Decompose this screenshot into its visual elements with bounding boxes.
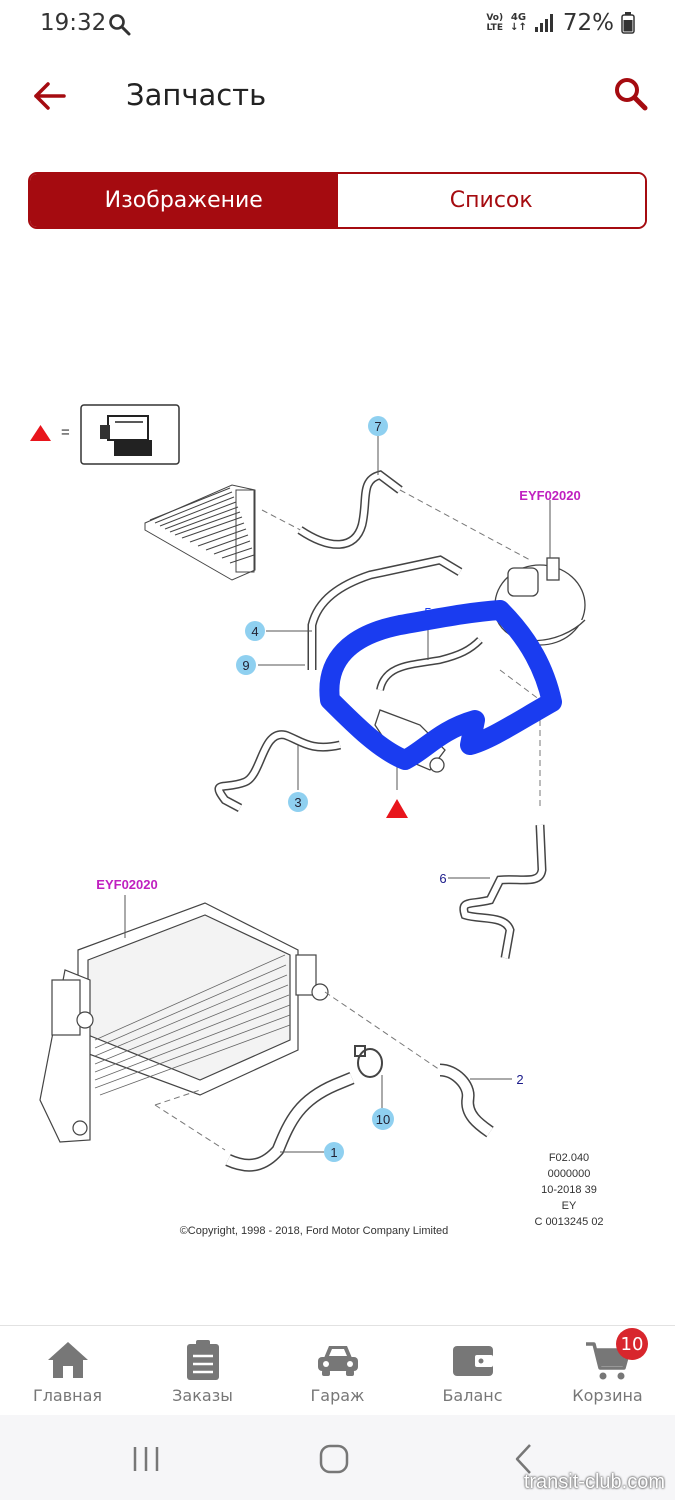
battery-icon <box>621 12 635 34</box>
svg-text:C 0013245 02: C 0013245 02 <box>534 1216 603 1228</box>
svg-text:3: 3 <box>294 795 301 810</box>
view-toggle: Изображение Список <box>28 172 647 229</box>
status-indicators: Vo)LTE 4G↓↑ 72% <box>486 10 635 36</box>
condenser-drawing <box>144 484 256 581</box>
battery-percent: 72% <box>562 10 614 36</box>
engine-icon <box>80 404 180 465</box>
network-indicator: 4G↓↑ <box>510 12 527 33</box>
volte-indicator: Vo)LTE <box>486 13 504 33</box>
drawing-info: F02.040 0000000 10-2018 39 EY C 0013245 … <box>534 1152 603 1228</box>
nav-orders[interactable]: Заказы <box>135 1326 270 1415</box>
svg-text:2: 2 <box>516 1072 523 1087</box>
nav-label-cart: Корзина <box>572 1386 643 1405</box>
parts-diagram[interactable]: = <box>0 380 675 1260</box>
app-bar: Запчасть <box>0 58 675 134</box>
clipboard-list-icon <box>186 1340 219 1380</box>
status-time: 19:32 <box>40 10 107 36</box>
home-button-icon[interactable] <box>314 1439 354 1479</box>
legend-equals: = <box>61 424 70 441</box>
ref-label-top[interactable]: EYF02020 <box>519 488 580 503</box>
svg-text:0000000: 0000000 <box>548 1168 591 1180</box>
svg-text:EY: EY <box>562 1200 577 1212</box>
page-title: Запчасть <box>126 78 267 112</box>
svg-text:6: 6 <box>439 871 446 886</box>
search-icon <box>109 14 131 36</box>
nav-garage[interactable]: Гараж <box>270 1326 405 1415</box>
copyright-text: ©Copyright, 1998 - 2018, Ford Motor Comp… <box>180 1225 449 1237</box>
ref-label-bottom[interactable]: EYF02020 <box>96 877 157 892</box>
callout-7[interactable]: 3 <box>288 792 308 812</box>
system-nav: transit-club.com <box>0 1415 675 1500</box>
back-arrow-icon[interactable] <box>30 76 70 116</box>
wallet-icon <box>452 1346 493 1376</box>
callout-6[interactable]: 6 <box>439 871 446 886</box>
intercooler-drawing <box>39 902 329 1143</box>
callout-1[interactable]: 1 <box>324 1142 344 1162</box>
callout-10[interactable]: 10 <box>372 1108 394 1130</box>
nav-label-orders: Заказы <box>172 1386 233 1405</box>
callout-2[interactable]: 2 <box>516 1072 523 1087</box>
callout-5[interactable]: 5 <box>424 605 431 620</box>
svg-text:F02.040: F02.040 <box>549 1152 589 1164</box>
highlight-scribble <box>319 600 562 770</box>
callout-3[interactable]: 7 <box>368 416 388 436</box>
hose-5 <box>376 637 483 692</box>
clamp-10-drawing <box>354 1045 383 1078</box>
warning-triangle-icon <box>386 799 408 818</box>
svg-text:10: 10 <box>376 1112 390 1127</box>
svg-text:7: 7 <box>374 419 381 434</box>
car-icon <box>317 1346 358 1376</box>
nav-cart[interactable]: Корзина 10 <box>540 1326 675 1415</box>
tab-list[interactable]: Список <box>337 174 645 227</box>
svg-text:1: 1 <box>330 1145 337 1160</box>
watermark: transit-club.com <box>523 1471 665 1493</box>
hose-3 <box>297 470 403 549</box>
nav-label-garage: Гараж <box>310 1386 365 1405</box>
home-icon <box>47 1342 88 1378</box>
bottom-nav: Главная Заказы Гараж Баланс <box>0 1325 675 1415</box>
hose-6 <box>459 824 547 959</box>
svg-text:4: 4 <box>251 624 258 639</box>
svg-text:5: 5 <box>424 605 431 620</box>
tab-image[interactable]: Изображение <box>30 174 338 227</box>
nav-balance[interactable]: Баланс <box>405 1326 540 1415</box>
legend-triangle-icon <box>30 425 51 441</box>
recent-apps-icon[interactable] <box>126 1439 166 1479</box>
back-chevron-icon[interactable] <box>504 1439 544 1479</box>
cart-badge: 10 <box>616 1328 648 1360</box>
search-icon[interactable] <box>611 74 651 114</box>
callout-9[interactable]: 9 <box>236 655 256 675</box>
nav-home[interactable]: Главная <box>0 1326 135 1415</box>
svg-text:10-2018 39: 10-2018 39 <box>541 1184 597 1196</box>
nav-label-home: Главная <box>32 1386 103 1405</box>
nav-label-balance: Баланс <box>442 1386 503 1405</box>
status-bar: 19:32 Vo)LTE 4G↓↑ 72% <box>0 0 675 50</box>
svg-text:9: 9 <box>242 658 249 673</box>
callout-4[interactable]: 4 <box>245 621 265 641</box>
signal-icon <box>534 14 553 32</box>
